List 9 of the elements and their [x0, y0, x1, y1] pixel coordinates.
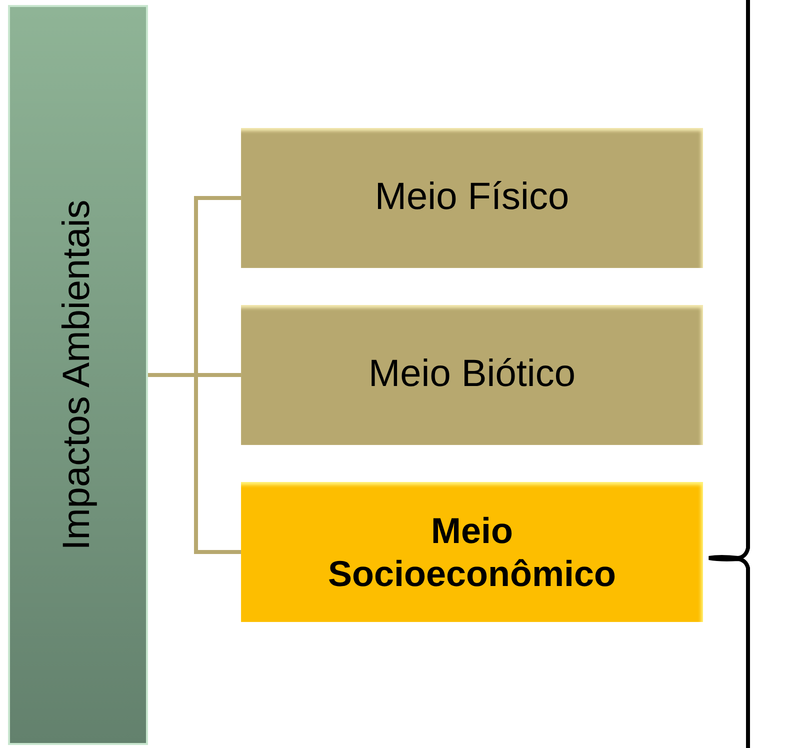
category-box [241, 305, 703, 445]
node-label: Meio Físico [374, 175, 570, 220]
node-label: Meio Biótico [368, 352, 576, 398]
connector-line [148, 373, 241, 554]
category-box [241, 128, 703, 268]
category-bar [8, 5, 148, 745]
category-box [241, 482, 703, 622]
node-label: Impactos Ambientais [55, 200, 100, 550]
node-label: Meio Socioeconômico [326, 508, 618, 596]
